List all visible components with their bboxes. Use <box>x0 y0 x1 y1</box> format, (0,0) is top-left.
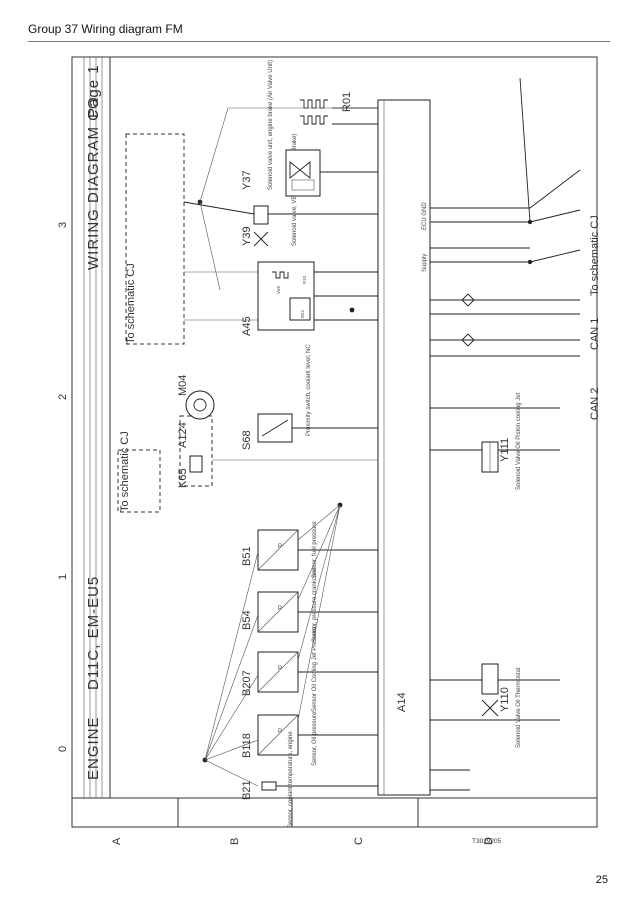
r01-label: R01 <box>341 92 353 112</box>
note-schematic-top: To schematic CJ <box>125 263 137 344</box>
m04-label: M04 <box>177 375 189 396</box>
sensor-b52 <box>289 297 311 321</box>
sensor-b207: P <box>257 651 378 693</box>
b118-label: B118 <box>241 733 253 758</box>
motor-m04 <box>185 390 215 420</box>
note-can2: CAN 2 <box>589 388 601 420</box>
a45-label: A45 <box>241 316 253 336</box>
row-label: C <box>353 837 365 845</box>
section-title: ENGINE <box>85 716 102 780</box>
note-can: CAN 1 <box>589 318 601 350</box>
b51-desc: Sensor, fuel pressure <box>312 521 318 578</box>
b207-desc: Sensor Oil Cooling Jet Pressure <box>312 626 318 712</box>
svg-text:P: P <box>278 666 282 672</box>
solenoid-y110 <box>481 663 499 695</box>
zone-label: 1 <box>57 574 69 580</box>
note-schematic-left: To schematic CJ <box>119 431 131 512</box>
sensor-b51: P <box>257 529 378 571</box>
y111-label: Y111 <box>499 438 511 462</box>
can-twisted-pairs <box>461 293 475 347</box>
ecu-label: A14 <box>396 692 408 712</box>
y111-desc: Solenoid Valve Oil Piston cooling Jet <box>516 392 522 490</box>
relay-k65 <box>189 455 203 473</box>
k65-label: K65 <box>177 468 189 488</box>
schematic-cj-top-box <box>125 133 185 345</box>
row-label: D <box>483 837 495 845</box>
b207-label: B207 <box>241 670 253 696</box>
zone-label: 0 <box>57 746 69 752</box>
sensor-b21 <box>261 781 277 791</box>
s68-desc: Proximity switch, coolant level, NC <box>306 344 312 436</box>
row-label: A <box>111 837 123 845</box>
zone-label: 3 <box>57 222 69 228</box>
schematic-cj-left-box <box>117 449 161 513</box>
heater-r10 <box>272 271 289 279</box>
y110-desc: Solenoid Valve Oil Thermostat <box>516 667 522 748</box>
svg-text:P: P <box>278 606 282 612</box>
note-supply: Supply <box>422 254 428 272</box>
y110-label: Y110 <box>499 687 511 712</box>
sensor-b54: P <box>257 591 378 633</box>
b21-desc: Sensor, coolant temperature, engine <box>288 731 294 828</box>
diagram-title: WIRING DIAGRAM CO <box>85 96 102 270</box>
y37-desc: Solenoid valve unit, engine brake (Air V… <box>268 60 274 190</box>
s68-label: S68 <box>241 430 253 450</box>
note-schematic-right: To schematic CJ <box>589 215 601 296</box>
b52-label: B52 <box>300 309 305 318</box>
svg-text:P: P <box>278 544 282 550</box>
y37-label: Y37 <box>241 170 253 190</box>
page-label: Page 1 <box>85 64 102 118</box>
header-rule <box>28 41 610 42</box>
sensor-b118: P <box>257 714 378 756</box>
note-ecu-gnd: ECU GND <box>422 202 428 230</box>
solenoid-y39 <box>253 205 269 225</box>
document-code: T3029205 <box>472 838 502 845</box>
page-header: Group 37 Wiring diagram FM <box>28 22 183 36</box>
page-number: 25 <box>595 874 608 886</box>
ecu-a14-block <box>377 99 431 796</box>
heater-r01 <box>300 99 328 109</box>
ecu-pin-wires <box>430 207 580 791</box>
b54-label: B54 <box>241 610 253 630</box>
engine-variant: D11C, EM-EU5 <box>85 576 102 690</box>
r10-label: R10 <box>302 275 307 284</box>
svg-text:P: P <box>278 729 282 735</box>
y39-label: Y39 <box>241 226 253 246</box>
a124-label: A124 <box>177 422 189 448</box>
row-label: B <box>229 838 241 845</box>
b54-desc: Sensor, pressure crankcase <box>312 567 318 642</box>
b21-label: B21 <box>241 780 253 800</box>
b118-desc: Sensor, Oil pressure <box>312 711 318 766</box>
zone-label: 2 <box>57 394 69 400</box>
b51-label: B51 <box>241 546 253 566</box>
solenoid-y37 <box>285 149 321 197</box>
v58-label: V58 <box>276 285 281 294</box>
